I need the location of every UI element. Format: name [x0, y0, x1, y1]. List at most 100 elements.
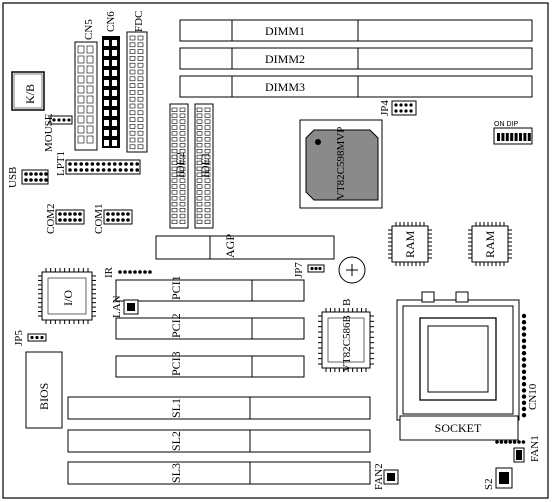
sl2-slot — [67, 429, 371, 453]
connector-pin — [137, 69, 144, 75]
connector-pin — [521, 400, 527, 405]
jp5-jumper — [27, 333, 47, 342]
connector-pin — [521, 440, 526, 444]
connector-pin — [78, 218, 82, 222]
connector-pin — [112, 70, 117, 76]
connector-pin — [521, 338, 527, 343]
connector-pin — [137, 124, 144, 129]
cpu-socket — [396, 291, 520, 441]
connector-pin — [104, 70, 109, 76]
s2-label: S2 — [483, 478, 495, 490]
connector-pin — [171, 219, 178, 225]
connector-pin — [137, 137, 144, 143]
connector-pin — [129, 162, 134, 166]
connector-pin — [68, 168, 72, 172]
connector-pin — [106, 212, 110, 216]
connector-pin — [104, 100, 109, 106]
lpt1-label: LPT1 — [55, 151, 67, 176]
connector-pin — [179, 149, 186, 154]
connector-pin — [499, 440, 504, 444]
connector-pin — [137, 117, 144, 122]
dimm1-slot — [179, 19, 533, 42]
pci1-label: PCI1 — [169, 275, 183, 300]
connector-pin — [62, 118, 66, 122]
lan-label: LAN — [111, 295, 123, 318]
connector-pin — [104, 120, 109, 126]
connector-pin — [143, 270, 147, 274]
connector-pin — [107, 162, 111, 166]
connector-pin — [90, 168, 95, 172]
connector-pin — [171, 143, 178, 148]
connector-pin — [179, 166, 186, 171]
connector-pin — [204, 178, 211, 183]
connector-pin — [504, 440, 508, 444]
connector-pin — [510, 133, 514, 141]
connector-pin — [129, 35, 136, 41]
connector-pin — [129, 49, 136, 54]
connector-pin — [24, 172, 28, 176]
connector-pin — [196, 154, 203, 160]
connector-pin — [86, 95, 94, 104]
connector-pin — [24, 178, 28, 182]
connector-pin — [196, 184, 203, 189]
connector-pin — [204, 213, 211, 219]
cn6-connector — [102, 36, 120, 148]
com2-label: COM2 — [45, 203, 57, 234]
connector-pin — [514, 133, 518, 141]
connector-pin — [77, 135, 85, 144]
connector-pin — [77, 125, 85, 134]
connector-pin — [137, 35, 144, 41]
connector-pin — [39, 172, 43, 176]
ide1-connector — [194, 103, 214, 229]
connector-pin — [196, 119, 203, 124]
connector-pin — [204, 154, 211, 160]
connector-pin — [104, 60, 109, 66]
connector-pin — [171, 190, 178, 195]
connector-pin — [137, 83, 144, 88]
b-label: B — [341, 299, 353, 306]
cn6-label: CN6 — [105, 11, 117, 32]
connector-pin — [104, 140, 109, 146]
connector-pin — [521, 357, 527, 362]
connector-pin — [171, 154, 178, 160]
connector-pin — [137, 42, 144, 48]
com1-label: COM1 — [93, 203, 105, 234]
connector-pin — [77, 115, 85, 124]
connector-pin — [121, 212, 125, 216]
battery — [338, 256, 366, 284]
dimm2-slot — [179, 47, 533, 70]
connector-pin — [179, 143, 186, 148]
connector-pin — [44, 178, 48, 182]
sl3-label: SL3 — [169, 463, 183, 483]
connector-pin — [112, 100, 117, 106]
connector-pin — [112, 60, 117, 66]
connector-pin — [77, 85, 85, 94]
connector-pin — [196, 196, 203, 201]
connector-pin — [196, 137, 203, 142]
connector-pin — [196, 149, 203, 154]
bios-chip — [25, 351, 63, 429]
sl1-label: SL1 — [169, 398, 183, 418]
ir-label: IR — [103, 266, 115, 278]
connector-pin — [29, 172, 33, 176]
jp7-label: JP7 — [293, 262, 305, 278]
connector-pin — [78, 212, 82, 216]
connector-pin — [137, 103, 144, 109]
connector-pin — [112, 80, 117, 86]
connector-pin — [204, 219, 211, 225]
connector-pin — [521, 394, 527, 399]
usb-label: USB — [7, 167, 19, 188]
connector-pin — [86, 65, 94, 74]
connector-pin — [86, 135, 94, 144]
io-label: I/O — [61, 290, 75, 306]
connector-pin — [179, 125, 186, 130]
connector-pin — [112, 50, 117, 56]
connector-pin — [179, 113, 186, 118]
connector-pin — [129, 168, 134, 172]
connector-pin — [521, 363, 527, 368]
connector-pin — [128, 270, 132, 274]
connector-pin — [523, 133, 527, 141]
connector-pin — [106, 218, 110, 222]
connector-pin — [171, 107, 178, 112]
jp4-jumper — [391, 100, 417, 116]
